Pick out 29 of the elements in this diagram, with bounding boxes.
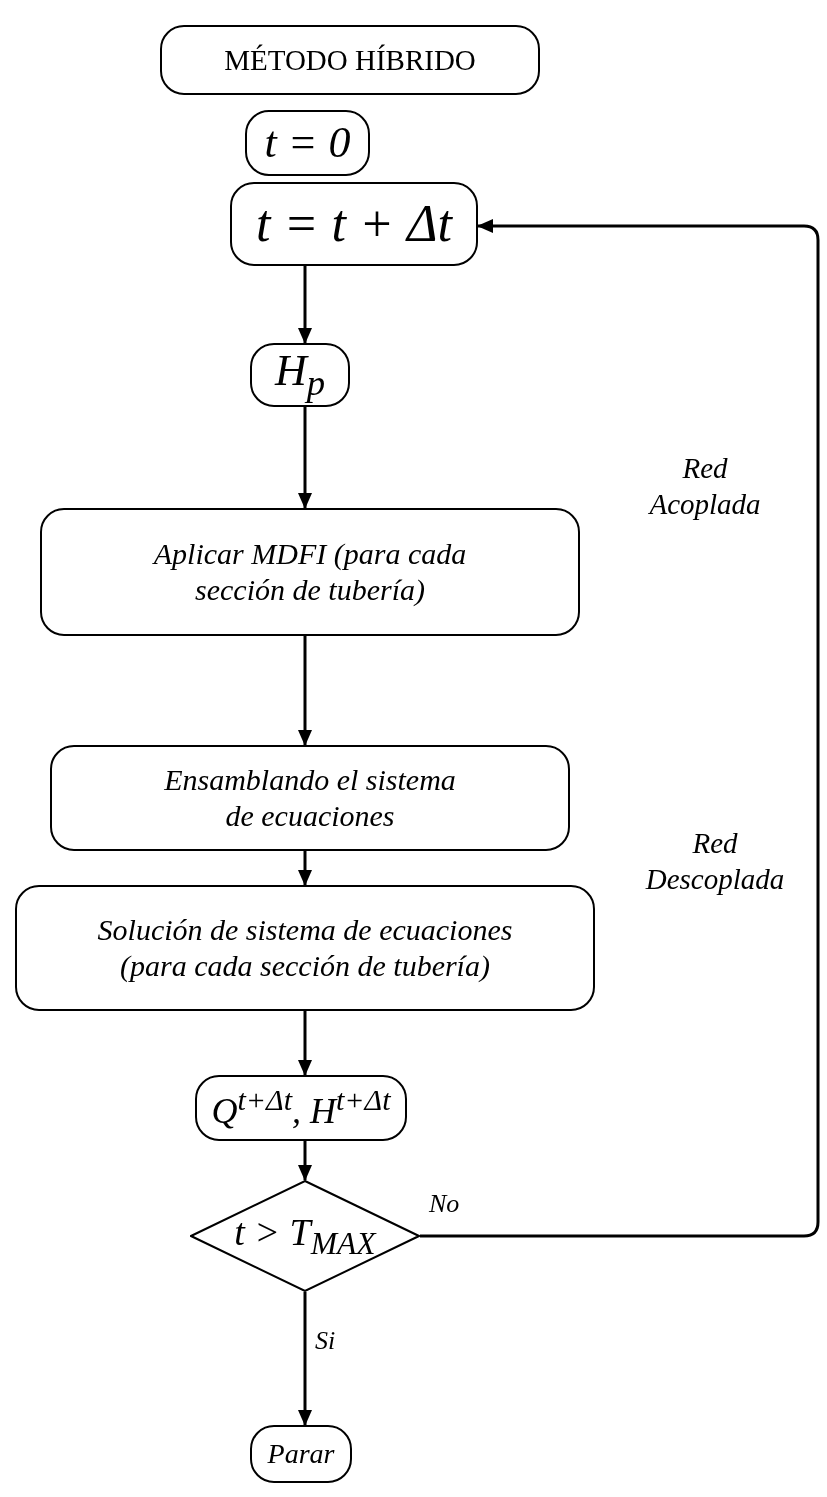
node-text: Q$^{t+Δt}$, H$^{t+Δt}$ (211, 1082, 391, 1134)
node-text: Solución de sistema de ecuaciones (para cada sección de tubería) (96, 912, 514, 984)
process-box (50, 745, 570, 851)
node-text: t = t + Δt (255, 193, 452, 254)
start-box (245, 110, 370, 176)
arrow (420, 219, 820, 1238)
node-text: t > T$_{MAX}$ (234, 1209, 376, 1263)
arrow (298, 266, 312, 344)
arrow (298, 851, 312, 886)
arrow (298, 1292, 312, 1426)
arrow (298, 1011, 312, 1076)
end-box (250, 1425, 352, 1483)
section-label: Red Descoplada (644, 826, 786, 898)
node-text: Aplicar MDFI (para cada sección de tubería) (151, 536, 468, 608)
arrow (298, 1141, 312, 1181)
node-text: MÉTODO HÍBRIDO (224, 42, 476, 78)
node-text: Ensamblando el sistema de ecuaciones (163, 762, 457, 834)
title-box (160, 25, 540, 95)
node-text: Parar (267, 1437, 335, 1471)
section-label: Red Acoplada (647, 451, 762, 523)
process-box (40, 508, 580, 636)
node-text: H$_{p}$ (274, 345, 326, 405)
process-box (15, 885, 595, 1011)
process-box (230, 182, 478, 266)
process-box (250, 343, 350, 407)
result-box (195, 1075, 407, 1141)
node-text: t = 0 (264, 116, 351, 169)
arrow (298, 636, 312, 746)
arrow (298, 407, 312, 509)
